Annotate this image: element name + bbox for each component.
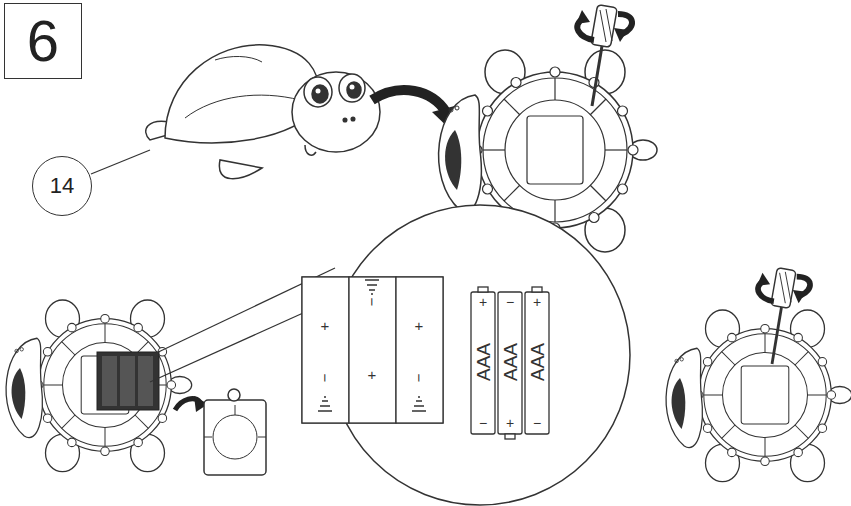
- polarity-mark: +: [415, 318, 424, 333]
- polarity-mark: +: [479, 295, 487, 309]
- turtle-side: [146, 45, 380, 179]
- battery-compartment: [302, 277, 443, 423]
- polarity-mark: +: [321, 318, 330, 333]
- battery-type: AAA: [474, 343, 493, 381]
- polarity-mark: +: [368, 367, 377, 382]
- step-number-box: 6: [4, 3, 82, 79]
- leader-line: [91, 150, 150, 174]
- zoom-circle: [330, 205, 630, 505]
- callout-number: 14: [50, 175, 74, 197]
- polarity-mark: +: [506, 416, 514, 430]
- step-number: 6: [27, 12, 59, 70]
- polarity-mark: +: [533, 295, 541, 309]
- polarity-mark: −: [318, 374, 333, 383]
- callout-circle: 14: [32, 156, 92, 216]
- polarity-mark: −: [412, 374, 427, 383]
- polarity-mark: −: [479, 416, 487, 430]
- battery-type: AAA: [501, 343, 520, 381]
- aaa-batteries: [471, 287, 549, 439]
- remove-arrow: [175, 396, 208, 412]
- battery-compartment-small: [97, 352, 159, 410]
- battery-type: AAA: [528, 343, 547, 381]
- battery-cover: [204, 389, 266, 475]
- polarity-mark: −: [533, 416, 541, 430]
- polarity-mark: −: [506, 295, 514, 309]
- polarity-mark: −: [365, 298, 380, 307]
